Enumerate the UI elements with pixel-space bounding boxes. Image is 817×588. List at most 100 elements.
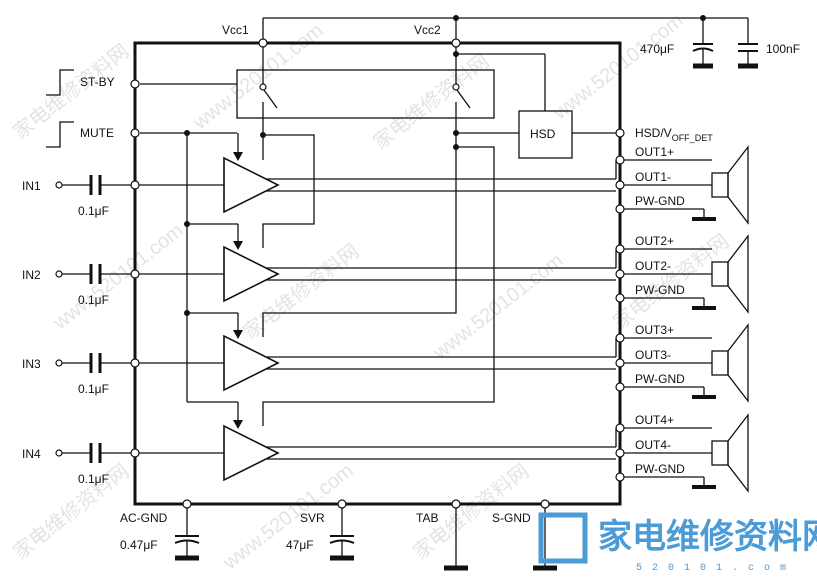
hsd-block	[518, 110, 573, 159]
input-label: IN3	[22, 357, 41, 371]
vcc2-label: Vcc2	[414, 23, 441, 37]
speaker-icon	[711, 440, 729, 466]
standby-pulse-icon	[46, 69, 74, 96]
watermark-logo-url: 5 2 0 1 0 1 . c o m	[636, 563, 788, 574]
channel-4: IN4 0.1μF OUT4+ OUT4- PW-GND	[22, 413, 749, 493]
input-label: IN1	[22, 179, 41, 193]
output-pin	[615, 382, 625, 392]
input-pin	[130, 358, 140, 368]
watermark-logo-text: 家电维修资料网	[598, 517, 817, 557]
input-terminal	[55, 449, 63, 457]
watermark-url: www.520101.com	[189, 19, 328, 134]
watermark-logo: 家电维修资料网 5 2 0 1 0 1 . c o m	[538, 512, 817, 574]
mute-arrow-icon	[233, 330, 243, 339]
tab-label: TAB	[416, 511, 438, 525]
s-gnd-pin	[540, 499, 550, 509]
ac-gnd-label: AC-GND	[120, 511, 168, 525]
pw-gnd-label: PW-GND	[635, 194, 685, 208]
output-pin	[615, 423, 625, 433]
standby-pin	[130, 79, 140, 89]
standby-label: ST-BY	[80, 75, 115, 89]
input-cap-label: 0.1μF	[78, 293, 109, 307]
output-pin	[615, 180, 625, 190]
output-pin	[615, 155, 625, 165]
vcc1-label: Vcc1	[222, 23, 249, 37]
mute-pulse-icon	[46, 121, 74, 148]
mute-pin	[130, 128, 140, 138]
watermark-text: 家电维修资料网	[9, 460, 133, 564]
watermark-text: 家电维修资料网	[239, 240, 363, 344]
input-terminal	[55, 359, 63, 367]
channel-1: IN1 0.1μF OUT1+ OUT1- PW-GND	[22, 145, 749, 225]
s-gnd-label: S-GND	[492, 511, 531, 525]
vcc1-pin	[258, 38, 268, 48]
mute-arrow-icon	[233, 241, 243, 250]
speaker-icon	[711, 350, 729, 376]
watermark-url: www.520101.com	[49, 219, 188, 334]
watermark-url: www.520101.com	[429, 249, 568, 364]
output-pin	[615, 244, 625, 254]
mute-arrow-icon	[233, 420, 243, 429]
input-terminal	[55, 181, 63, 189]
out-neg-label: OUT2-	[635, 259, 671, 273]
cap-470uf-label: 470μF	[640, 42, 674, 56]
svr-cap-label: 47μF	[286, 538, 314, 552]
out-pos-label: OUT1+	[635, 145, 674, 159]
output-pin	[615, 293, 625, 303]
amplifier-triangle	[223, 156, 280, 214]
ac-gnd-cap-label: 0.47μF	[120, 538, 158, 552]
watermark-text: 家电维修资料网	[9, 40, 133, 144]
watermark-url: www.520101.com	[549, 9, 688, 124]
mute-label: MUTE	[80, 126, 114, 140]
amplifier-triangle	[223, 424, 280, 482]
output-pin	[615, 204, 625, 214]
pw-gnd-label: PW-GND	[635, 372, 685, 386]
output-pin	[615, 358, 625, 368]
amplifier-channels: IN1 0.1μF OUT1+ OUT1- PW-GND IN2 0.1μF OUT2+ OUT…	[22, 132, 749, 493]
speaker-icon	[711, 261, 729, 287]
svr-pin	[337, 499, 347, 509]
speaker-icon	[711, 172, 729, 198]
ac-gnd-pin	[182, 499, 192, 509]
amplifier-triangle	[223, 334, 280, 392]
mute-arrow-icon	[233, 152, 243, 161]
out-pos-label: OUT4+	[635, 413, 674, 427]
input-label: IN2	[22, 268, 41, 282]
out-pos-label: OUT3+	[635, 323, 674, 337]
hsd-pin-label: HSD/VOFF_DET	[635, 126, 713, 143]
cap-100nf-label: 100nF	[766, 42, 800, 56]
watermark-text: 家电维修资料网	[369, 50, 493, 154]
channel-2: IN2 0.1μF OUT2+ OUT2- PW-GND	[22, 234, 749, 314]
input-cap-label: 0.1μF	[78, 382, 109, 396]
output-pin	[615, 448, 625, 458]
input-label: IN4	[22, 447, 41, 461]
input-pin	[130, 269, 140, 279]
svr-label: SVR	[300, 511, 325, 525]
watermark-layer: 家电维修资料网 www.520101.com 家电维修资料网 www.52010…	[9, 9, 733, 574]
channel-3: IN3 0.1μF OUT3+ OUT3- PW-GND	[22, 323, 749, 403]
amplifier-triangle	[223, 245, 280, 303]
output-pin	[615, 333, 625, 343]
supply-rail	[262, 15, 758, 69]
input-pin	[130, 180, 140, 190]
input-pin	[130, 448, 140, 458]
vcc2-pin	[451, 38, 461, 48]
output-pin	[615, 472, 625, 482]
hsd-block-label: HSD	[530, 127, 556, 141]
tab-pin	[451, 499, 461, 509]
hsd-pin	[615, 128, 625, 138]
out-neg-label: OUT4-	[635, 438, 671, 452]
out-neg-label: OUT3-	[635, 348, 671, 362]
input-cap-label: 0.1μF	[78, 472, 109, 486]
pw-gnd-label: PW-GND	[635, 283, 685, 297]
input-cap-label: 0.1μF	[78, 204, 109, 218]
bottom-pins	[174, 499, 557, 571]
output-pin	[615, 269, 625, 279]
mute-bus	[184, 130, 239, 420]
standby-switch-block	[236, 47, 546, 147]
input-terminal	[55, 270, 63, 278]
out-neg-label: OUT1-	[635, 170, 671, 184]
out-pos-label: OUT2+	[635, 234, 674, 248]
pw-gnd-label: PW-GND	[635, 462, 685, 476]
